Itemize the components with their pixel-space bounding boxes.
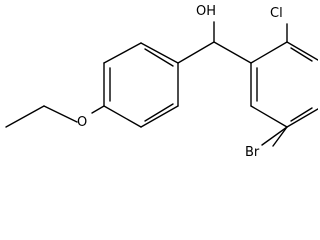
- bond-ring2-double-c: [290, 107, 313, 122]
- bond-ch2-to-ch3: [5, 105, 45, 128]
- bond-ring1-to-oxygen: [91, 105, 105, 114]
- atom-label-bromine: Br: [245, 145, 260, 160]
- atom-label-chlorine: Cl: [270, 6, 283, 21]
- molecule-diagram: OH Cl O Br: [5, 4, 318, 160]
- atom-label-hydroxyl: OH: [196, 4, 217, 19]
- bond-ring2-to-br: [272, 126, 288, 147]
- bond-ring2-double-b: [290, 47, 313, 62]
- bond-ring2-top: [250, 41, 288, 64]
- bond-ring1-lower-left: [103, 105, 142, 128]
- atom-label-ether-oxygen: O: [77, 115, 88, 130]
- bond-oxygen-to-ch2: [43, 105, 78, 123]
- bond-ring2-bottom-left: [250, 105, 288, 128]
- bond-ring1-double-b: [144, 103, 174, 122]
- bond-skeleton: [5, 21, 318, 147]
- bond-ring2-upper-right: [286, 41, 318, 61]
- bond-ring1-top-left: [103, 42, 142, 64]
- bond-ring1-bottom-right: [140, 105, 179, 128]
- bond-ring2-lower-right: [286, 108, 318, 128]
- bond-ring1-to-carbinol: [177, 41, 215, 64]
- bond-ring1-top-right: [140, 42, 179, 64]
- bond-carbinol-to-ring2: [213, 41, 252, 64]
- bond-ring2-to-br-link: [261, 126, 288, 146]
- bond-ring1-double-c: [144, 48, 174, 67]
